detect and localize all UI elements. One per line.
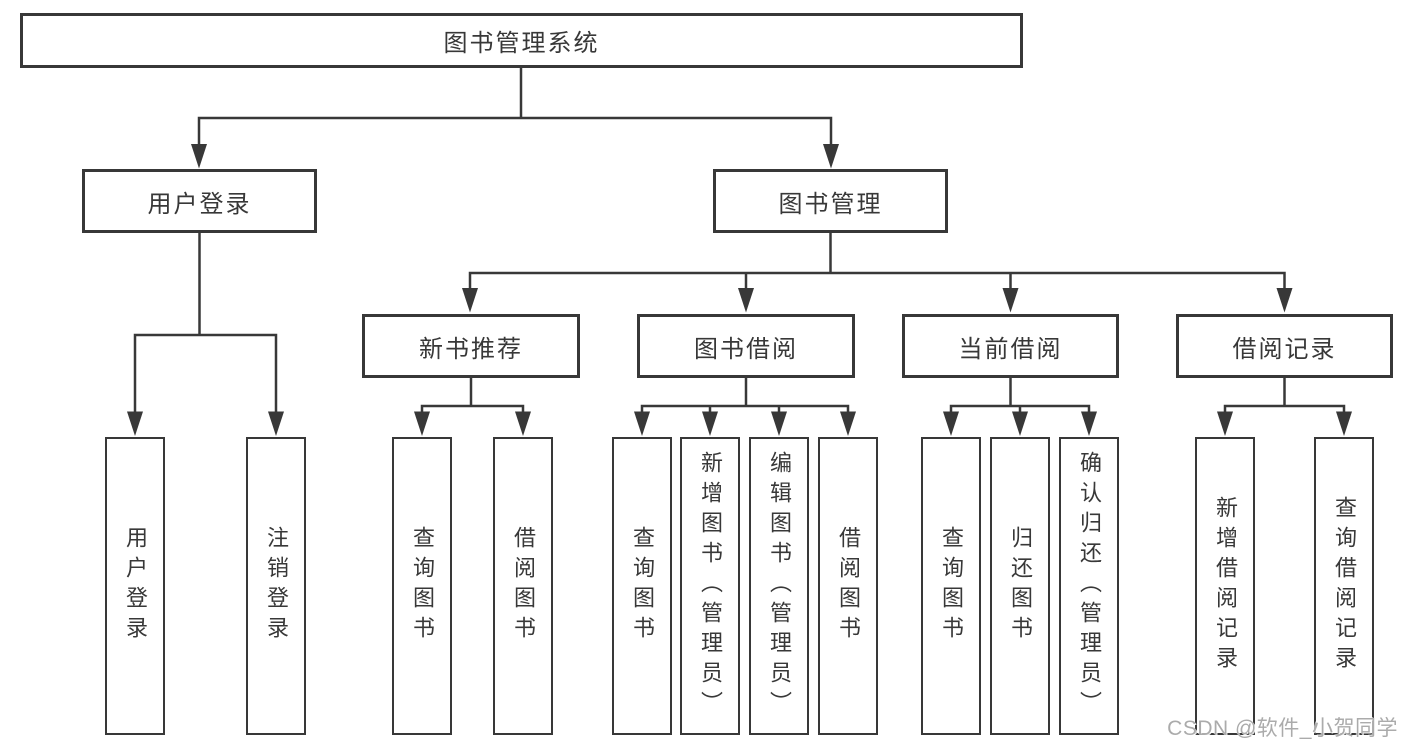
- leaf-nb-query-books: 查询图书: [392, 437, 452, 735]
- node-new-book-recommend: 新书推荐: [362, 314, 580, 378]
- leaf-bb-query-books: 查询图书: [612, 437, 672, 735]
- node-label: 当前借阅: [958, 335, 1063, 363]
- connector-user-login-bus: [133, 333, 278, 414]
- node-library-management-system: 图书管理系统: [20, 13, 1023, 68]
- arrow-down-icon: [702, 411, 718, 436]
- node-user-login: 用户登录: [82, 169, 317, 233]
- node-label: 图书管理系统: [443, 30, 600, 57]
- node-borrow-records: 借阅记录: [1176, 314, 1393, 378]
- arrow-down-icon: [191, 144, 207, 169]
- leaf-user-login: 用户登录: [105, 437, 165, 735]
- leaf-label: 查询借阅记录: [1332, 496, 1357, 676]
- node-label: 图书管理: [778, 190, 883, 218]
- leaf-label: 借阅图书: [836, 526, 861, 646]
- leaf-bb-borrow-books: 借阅图书: [818, 437, 878, 735]
- arrow-down-icon: [1081, 411, 1097, 436]
- node-book-management: 图书管理: [713, 169, 948, 233]
- node-label: 图书借阅: [694, 335, 798, 363]
- leaf-bb-edit-books-admin: 编辑图书（管理员）: [749, 437, 809, 735]
- leaf-label: 归还图书: [1008, 526, 1033, 646]
- arrow-down-icon: [771, 411, 787, 436]
- node-label: 新书推荐: [419, 335, 523, 363]
- connector-level2-bus: [468, 271, 1286, 291]
- leaf-label: 新增图书（管理员）: [698, 451, 723, 721]
- arrow-down-icon: [462, 288, 478, 313]
- leaf-label: 查询图书: [939, 526, 964, 646]
- arrow-down-icon: [1276, 288, 1293, 313]
- leaf-nb-borrow-books: 借阅图书: [493, 437, 553, 735]
- arrow-down-icon: [1002, 288, 1019, 313]
- leaf-br-query-record: 查询借阅记录: [1314, 437, 1374, 735]
- leaf-bb-add-books-admin: 新增图书（管理员）: [680, 437, 740, 735]
- leaf-label: 注销登录: [264, 526, 289, 646]
- arrow-down-icon: [840, 411, 856, 436]
- leaf-label: 借阅图书: [511, 526, 536, 646]
- leaf-br-add-record: 新增借阅记录: [1195, 437, 1255, 735]
- leaf-cb-return-books: 归还图书: [990, 437, 1050, 735]
- leaf-label: 用户登录: [123, 526, 148, 646]
- arrow-down-icon: [1012, 411, 1028, 436]
- arrow-down-icon: [738, 288, 754, 313]
- node-book-borrow: 图书借阅: [637, 314, 855, 378]
- arrow-down-icon: [1217, 411, 1233, 436]
- connector-borrow-records-bus: [1223, 404, 1346, 414]
- leaf-label: 查询图书: [630, 526, 655, 646]
- connector-book-borrow-bus: [640, 404, 850, 414]
- watermark: CSDN @软件_小贺同学: [1167, 717, 1398, 740]
- arrow-down-icon: [823, 144, 839, 169]
- connector-level1-bus: [197, 116, 833, 147]
- leaf-label: 查询图书: [410, 526, 435, 646]
- arrow-down-icon: [127, 411, 143, 436]
- leaf-label: 编辑图书（管理员）: [767, 451, 792, 721]
- arrow-down-icon: [634, 411, 650, 436]
- leaf-cb-confirm-return-admin: 确认归还（管理员）: [1059, 437, 1119, 735]
- node-label: 借阅记录: [1232, 335, 1337, 363]
- arrow-down-icon: [515, 411, 531, 436]
- leaf-label: 确认归还（管理员）: [1077, 451, 1102, 721]
- leaf-logout: 注销登录: [246, 437, 306, 735]
- arrow-down-icon: [943, 411, 959, 436]
- arrow-down-icon: [414, 411, 430, 436]
- node-label: 用户登录: [147, 190, 252, 218]
- arrow-down-icon: [268, 411, 284, 436]
- leaf-label: 新增借阅记录: [1213, 496, 1238, 676]
- arrow-down-icon: [1336, 411, 1352, 436]
- node-current-borrow: 当前借阅: [902, 314, 1119, 378]
- leaf-cb-query-books: 查询图书: [921, 437, 981, 735]
- connector-new-books-bus: [420, 404, 525, 414]
